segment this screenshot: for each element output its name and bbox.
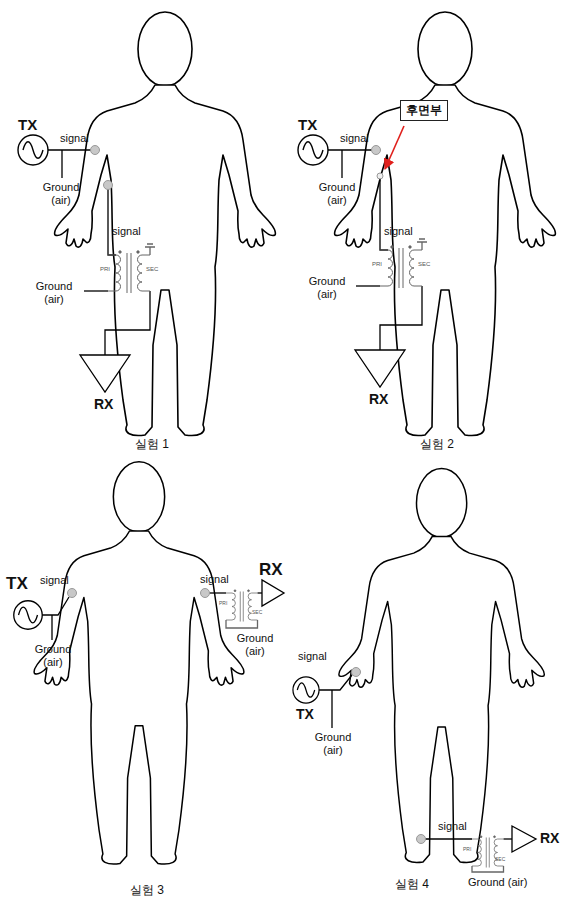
wire [226, 620, 258, 628]
receiver-triangle [512, 826, 536, 852]
electrode [201, 589, 210, 598]
text-label: Ground (air) [306, 731, 360, 756]
wire [319, 675, 352, 728]
text-label: RX [369, 391, 388, 407]
wire [425, 838, 472, 839]
receiver-triangle [262, 580, 284, 606]
text-label: TX [298, 116, 317, 133]
wire [356, 285, 380, 286]
text-label: Ground (air) [26, 643, 80, 668]
rear-electrode [377, 173, 383, 179]
winding-label: PRI [219, 601, 227, 607]
wire [380, 179, 388, 250]
electrode [91, 146, 100, 155]
text-label: signal [112, 225, 141, 238]
receiver-triangle [355, 350, 405, 387]
wire [48, 150, 91, 178]
text-label: TX [18, 116, 37, 133]
callout-box: 후면부 [400, 100, 448, 121]
wire [472, 866, 504, 872]
text-label: signal [384, 225, 413, 238]
winding-label: SEC [146, 266, 158, 273]
text-label: TX [296, 706, 314, 722]
wire [108, 189, 116, 255]
signal-source [298, 135, 328, 165]
winding-label: PRI [100, 266, 110, 273]
text-label: 실험 4 [395, 878, 429, 892]
wire [84, 290, 108, 291]
text-label: Ground (air) [228, 632, 282, 657]
pointer-arrow [385, 126, 404, 169]
electrodes [68, 146, 426, 844]
text-label: TX [6, 574, 28, 594]
transformer-symbol [380, 246, 422, 288]
ground-symbol [417, 239, 427, 250]
text-label: 실험 2 [420, 438, 454, 452]
transformer-symbol [472, 836, 504, 868]
wire [209, 592, 226, 593]
winding-label: SEC [418, 261, 430, 268]
text-label: RX [540, 830, 559, 846]
wire [258, 592, 263, 593]
wire [380, 286, 422, 350]
winding-label: SEC [495, 857, 505, 863]
body-outline [335, 12, 556, 436]
text-label: Ground (air) [312, 181, 362, 206]
text-label: Ground (air) [28, 280, 80, 305]
electrode [352, 668, 361, 677]
text-label: 실험 1 [135, 438, 169, 452]
wires [42, 150, 536, 872]
text-label: signal [40, 574, 69, 587]
text-label: Ground (air) [468, 876, 527, 889]
text-label: RX [259, 560, 283, 580]
text-label: Ground (air) [300, 275, 354, 300]
text-label: signal [298, 650, 327, 663]
winding-label: SEC [252, 610, 262, 616]
transformer-symbol [108, 251, 150, 293]
body-outline [34, 462, 244, 864]
signal-source [14, 601, 43, 630]
winding-label: PRI [372, 261, 382, 268]
text-label: signal [60, 132, 89, 145]
body-outline [339, 469, 544, 863]
electrode [68, 589, 77, 598]
electrode [104, 181, 113, 190]
body-outline [55, 12, 276, 436]
receiver-triangle [80, 355, 130, 392]
winding-label: PRI [463, 847, 471, 853]
wire [42, 597, 69, 640]
wire [105, 291, 150, 355]
transformer-symbol [226, 590, 258, 622]
signal-source [293, 677, 319, 703]
wire [328, 150, 372, 178]
electrode [372, 146, 381, 155]
text-label: 실험 3 [130, 884, 164, 898]
wire [504, 838, 513, 839]
text-label: signal [200, 573, 229, 586]
text-label: signal [340, 132, 369, 145]
ground-symbol [145, 244, 155, 255]
electrode [417, 835, 426, 844]
signal-source [18, 135, 48, 165]
text-label: signal [438, 820, 467, 833]
callout-text: 후면부 [406, 102, 442, 119]
text-label: RX [94, 396, 113, 412]
text-label: Ground (air) [36, 181, 86, 206]
